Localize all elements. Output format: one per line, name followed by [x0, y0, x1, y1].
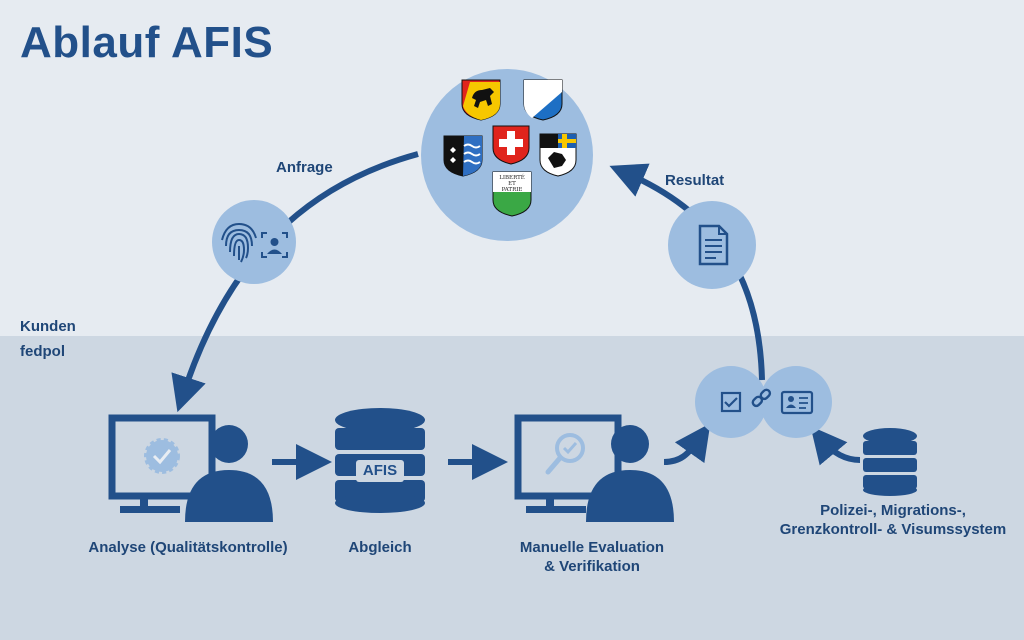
flag-zurich-icon: [523, 79, 563, 121]
arrow-polizei-to-check: [810, 426, 861, 466]
polizei-database-icon: [863, 428, 917, 496]
svg-text:ET: ET: [508, 181, 516, 187]
polizei-label-line1: Polizei-, Migrations-,: [820, 502, 966, 519]
analyse-label: Analyse (Qualitätskontrolle): [88, 539, 288, 556]
flag-vaud-icon: LIBERTÉ ET PATRIE: [492, 171, 532, 217]
face-id-icon: [261, 232, 288, 258]
anfrage-label: Anfrage: [276, 159, 333, 176]
flag-aargau-icon: [443, 135, 483, 177]
check-circle: [695, 366, 767, 438]
kunden-label: Kunden: [20, 318, 76, 335]
badge-check-icon: [144, 438, 180, 474]
fedpol-label: fedpol: [20, 343, 65, 360]
anfrage-circle: [212, 200, 296, 284]
flag-graubuenden-icon: [539, 133, 577, 177]
svg-text:LIBERTÉ: LIBERTÉ: [499, 173, 525, 181]
manuelle-label-line1: Manuelle Evaluation: [519, 539, 665, 556]
link-icon: [751, 388, 772, 408]
afis-database-icon: [335, 408, 425, 513]
arrow-manuelle-to-check: [663, 423, 711, 465]
id-circle: [760, 366, 832, 438]
flag-bern-icon: [461, 79, 501, 121]
resultat-label: Resultat: [665, 172, 725, 189]
polizei-label-line2: Grenzkontroll- & Visumssystem: [779, 521, 1007, 538]
afis-database-label: AFIS: [362, 462, 398, 479]
arrow-anfrage: [171, 151, 419, 413]
analyse-monitor-user-icon: [108, 414, 273, 522]
flag-switzerland-icon: [492, 125, 530, 165]
manuelle-monitor-user-icon: [514, 414, 674, 522]
abgleich-label: Abgleich: [348, 539, 412, 556]
polizei-label: Polizei-, Migrations-, Grenzkontroll- & …: [780, 501, 1006, 539]
manuelle-label: Manuelle Evaluation & Verifikation: [520, 538, 664, 576]
page-title: Ablauf AFIS: [20, 18, 274, 67]
fingerprint-icon: [221, 222, 257, 263]
fedpol-zone: [0, 336, 1024, 640]
document-icon: [698, 224, 729, 266]
checkbox-icon: [720, 391, 742, 413]
search-icon: [545, 433, 585, 475]
svg-text:PATRIE: PATRIE: [502, 187, 523, 193]
manuelle-label-line2: & Verifikation: [544, 558, 640, 575]
id-card-icon: [780, 390, 814, 415]
